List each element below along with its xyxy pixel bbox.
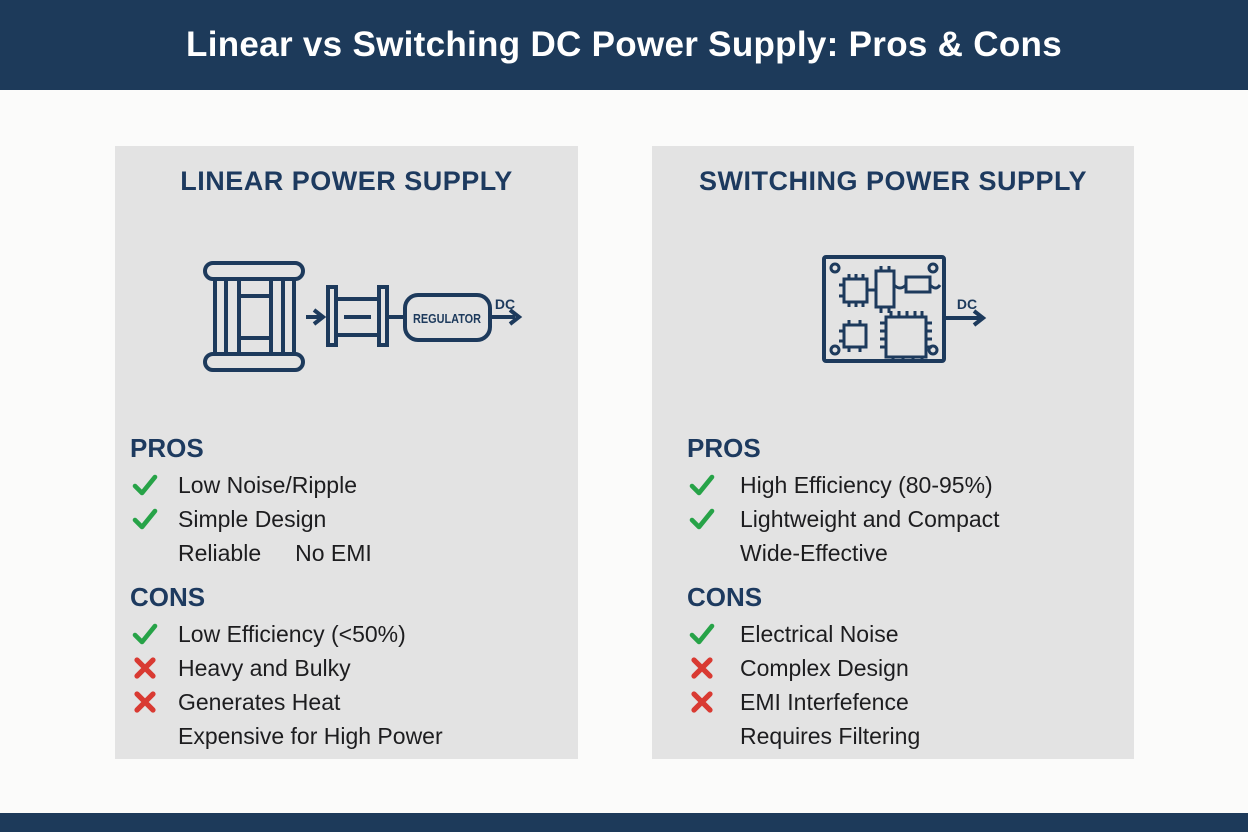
switching-power-supply-diagram: DC bbox=[822, 255, 987, 363]
circuit-board-icon bbox=[822, 255, 946, 363]
capacitor-filter-icon bbox=[326, 285, 405, 347]
con-item: Heavy and Bulky bbox=[132, 651, 578, 685]
pro-text: Low Noise/Ripple bbox=[178, 472, 357, 498]
con-text: EMI Interfefence bbox=[740, 689, 909, 715]
cross-icon bbox=[132, 655, 158, 681]
con-text: Expensive for High Power bbox=[178, 723, 443, 749]
dc-output-arrow-icon bbox=[490, 308, 523, 326]
con-text: Low Efficiency (<50%) bbox=[178, 621, 406, 647]
bullet-spacer bbox=[132, 723, 158, 749]
check-icon bbox=[132, 506, 158, 532]
dc-output-arrow-icon bbox=[944, 309, 987, 327]
dc-label: DC bbox=[957, 296, 977, 312]
con-text: Requires Filtering bbox=[740, 723, 921, 749]
switching-pros-list: High Efficiency (80-95%) Lightweight and… bbox=[652, 468, 1134, 570]
pro-item: High Efficiency (80-95%) bbox=[689, 468, 1134, 502]
pro-item: Reliable No EMI bbox=[132, 536, 578, 570]
con-item: Requires Filtering bbox=[689, 719, 1134, 753]
switching-cons-title: CONS bbox=[687, 582, 763, 612]
check-icon bbox=[132, 621, 158, 647]
con-text: Complex Design bbox=[740, 655, 909, 681]
con-item: Generates Heat bbox=[132, 685, 578, 719]
cross-icon bbox=[689, 655, 715, 681]
con-text: Electrical Noise bbox=[740, 621, 899, 647]
cross-icon bbox=[689, 689, 715, 715]
header-bar: Linear vs Switching DC Power Supply: Pro… bbox=[0, 0, 1248, 90]
linear-card: LINEAR POWER SUPPLY bbox=[115, 146, 578, 759]
switching-pros-title: PROS bbox=[687, 433, 761, 463]
linear-card-heading: LINEAR POWER SUPPLY bbox=[180, 166, 513, 196]
transformer-icon bbox=[203, 261, 305, 372]
switching-card-heading: SWITCHING POWER SUPPLY bbox=[698, 166, 1088, 196]
footer-bar bbox=[0, 813, 1248, 832]
page-title: Linear vs Switching DC Power Supply: Pro… bbox=[186, 25, 1062, 64]
con-item: Expensive for High Power bbox=[132, 719, 578, 753]
pro-item: Lightweight and Compact bbox=[689, 502, 1134, 536]
con-text: Heavy and Bulky bbox=[178, 655, 351, 681]
con-item: Low Efficiency (<50%) bbox=[132, 617, 578, 651]
dc-label: DC bbox=[495, 296, 515, 312]
con-text: Generates Heat bbox=[178, 689, 341, 715]
linear-pros-title: PROS bbox=[130, 433, 204, 463]
pro-text: Simple Design bbox=[178, 506, 327, 532]
linear-pros-list: Low Noise/Ripple Simple Design Reliable … bbox=[115, 468, 578, 570]
pro-text: Reliable bbox=[178, 540, 262, 566]
pro-item: Wide-Effective bbox=[689, 536, 1134, 570]
linear-cons-list: Low Efficiency (<50%) Heavy and Bulky Ge… bbox=[115, 617, 578, 753]
check-icon bbox=[689, 621, 715, 647]
pro-text: Lightweight and Compact bbox=[740, 506, 1000, 532]
switching-cons-list: Electrical Noise Complex Design EMI Inte… bbox=[652, 617, 1134, 753]
check-icon bbox=[689, 506, 715, 532]
bullet-spacer bbox=[689, 540, 715, 566]
pro-item: Simple Design bbox=[132, 502, 578, 536]
linear-power-supply-diagram: REGULATOR DC bbox=[203, 261, 523, 372]
cross-icon bbox=[132, 689, 158, 715]
bullet-spacer bbox=[689, 723, 715, 749]
pro-text: Wide-Effective bbox=[740, 540, 888, 566]
pro-text-secondary: No EMI bbox=[295, 540, 372, 566]
pro-text: High Efficiency (80-95%) bbox=[740, 472, 993, 498]
pro-item: Low Noise/Ripple bbox=[132, 468, 578, 502]
switching-card: SWITCHING POWER SUPPLY bbox=[652, 146, 1134, 759]
con-item: Electrical Noise bbox=[689, 617, 1134, 651]
regulator-label: REGULATOR bbox=[413, 312, 481, 326]
check-icon bbox=[689, 472, 715, 498]
check-icon bbox=[132, 472, 158, 498]
linear-cons-title: CONS bbox=[130, 582, 206, 612]
bullet-spacer bbox=[132, 540, 158, 566]
con-item: Complex Design bbox=[689, 651, 1134, 685]
con-item: EMI Interfefence bbox=[689, 685, 1134, 719]
arrow-right-icon bbox=[306, 308, 327, 326]
